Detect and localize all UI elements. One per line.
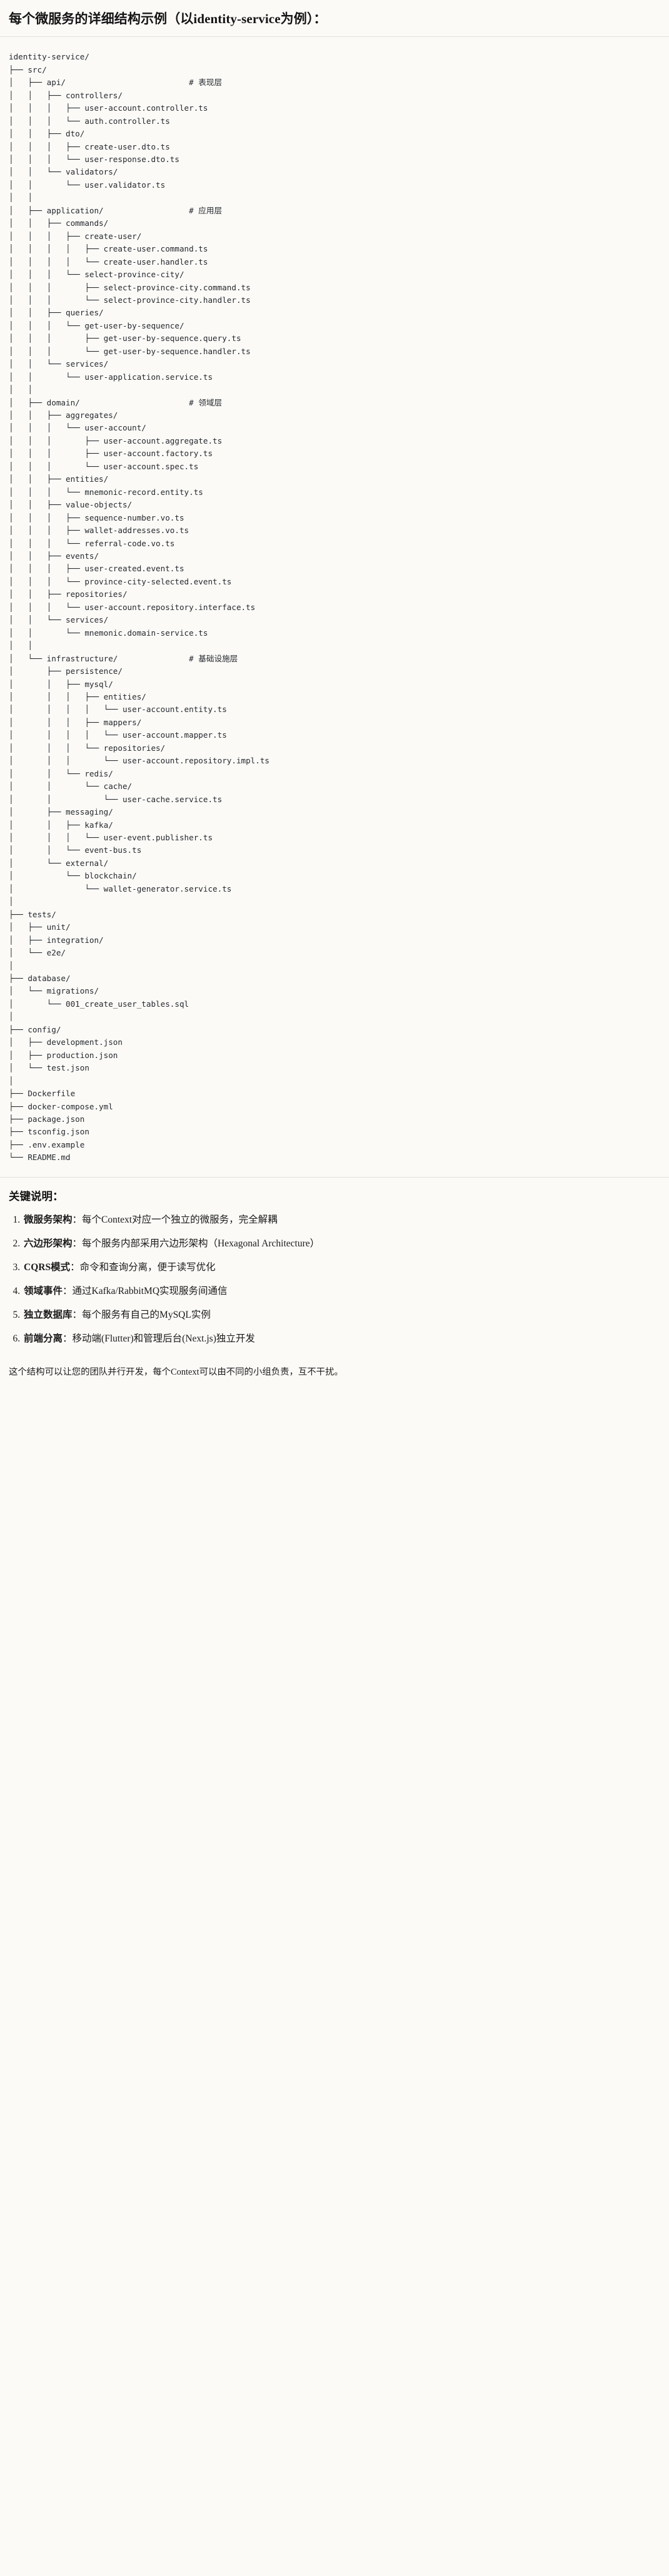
note-description: 每个服务内部采用六边形架构（Hexagonal Architecture） <box>82 1238 320 1250</box>
list-item: 六边形架构：每个服务内部采用六边形架构（Hexagonal Architectu… <box>23 1236 660 1251</box>
list-item: 独立数据库：每个服务有自己的MySQL实例 <box>23 1308 660 1323</box>
closing-paragraph: 这个结构可以让您的团队并行开发，每个Context可以由不同的小组负责，互不干扰… <box>9 1367 343 1378</box>
note-description: 命令和查询分离，便于读写优化 <box>79 1262 216 1273</box>
key-notes-list: 微服务架构：每个Context对应一个独立的微服务，完全解耦 六边形架构：每个服… <box>9 1213 660 1347</box>
directory-tree: identity-service/ ├── src/ │ ├── api/ # … <box>9 52 270 1163</box>
note-term: CQRS模式 <box>24 1262 71 1273</box>
closing-section: 这个结构可以让您的团队并行开发，每个Context可以由不同的小组负责，互不干扰… <box>0 1357 669 1392</box>
note-term: 独立数据库 <box>24 1310 73 1321</box>
note-description: 通过Kafka/RabbitMQ实现服务间通信 <box>72 1286 228 1297</box>
page-title: 每个微服务的详细结构示例（以identity-service为例）： <box>9 11 327 26</box>
note-separator: ： <box>72 1214 83 1226</box>
list-item: 微服务架构：每个Context对应一个独立的微服务，完全解耦 <box>23 1213 660 1228</box>
list-item: CQRS模式：命令和查询分离，便于读写优化 <box>23 1260 660 1275</box>
note-term: 领域事件 <box>24 1286 63 1297</box>
note-description: 每个Context对应一个独立的微服务，完全解耦 <box>82 1214 278 1226</box>
key-notes-heading: 关键说明： <box>9 1189 64 1203</box>
note-separator: ： <box>72 1310 83 1321</box>
note-term: 微服务架构 <box>24 1214 73 1226</box>
list-item: 领域事件：通过Kafka/RabbitMQ实现服务间通信 <box>23 1284 660 1299</box>
page-root: 每个微服务的详细结构示例（以identity-service为例）： ident… <box>0 0 669 1391</box>
note-separator: ： <box>63 1286 73 1297</box>
directory-tree-section: identity-service/ ├── src/ │ ├── api/ # … <box>0 37 669 1178</box>
note-description: 移动端(Flutter)和管理后台(Next.js)独立开发 <box>72 1333 255 1345</box>
note-separator: ： <box>63 1333 73 1345</box>
note-separator: ： <box>70 1262 80 1273</box>
note-term: 六边形架构 <box>24 1238 73 1250</box>
title-section: 每个微服务的详细结构示例（以identity-service为例）： <box>0 0 669 38</box>
note-description: 每个服务有自己的MySQL实例 <box>82 1310 211 1321</box>
note-separator: ： <box>72 1238 83 1250</box>
note-term: 前端分离 <box>24 1333 63 1345</box>
list-item: 前端分离：移动端(Flutter)和管理后台(Next.js)独立开发 <box>23 1331 660 1347</box>
key-notes-section: 关键说明： 微服务架构：每个Context对应一个独立的微服务，完全解耦 六边形… <box>0 1177 669 1357</box>
